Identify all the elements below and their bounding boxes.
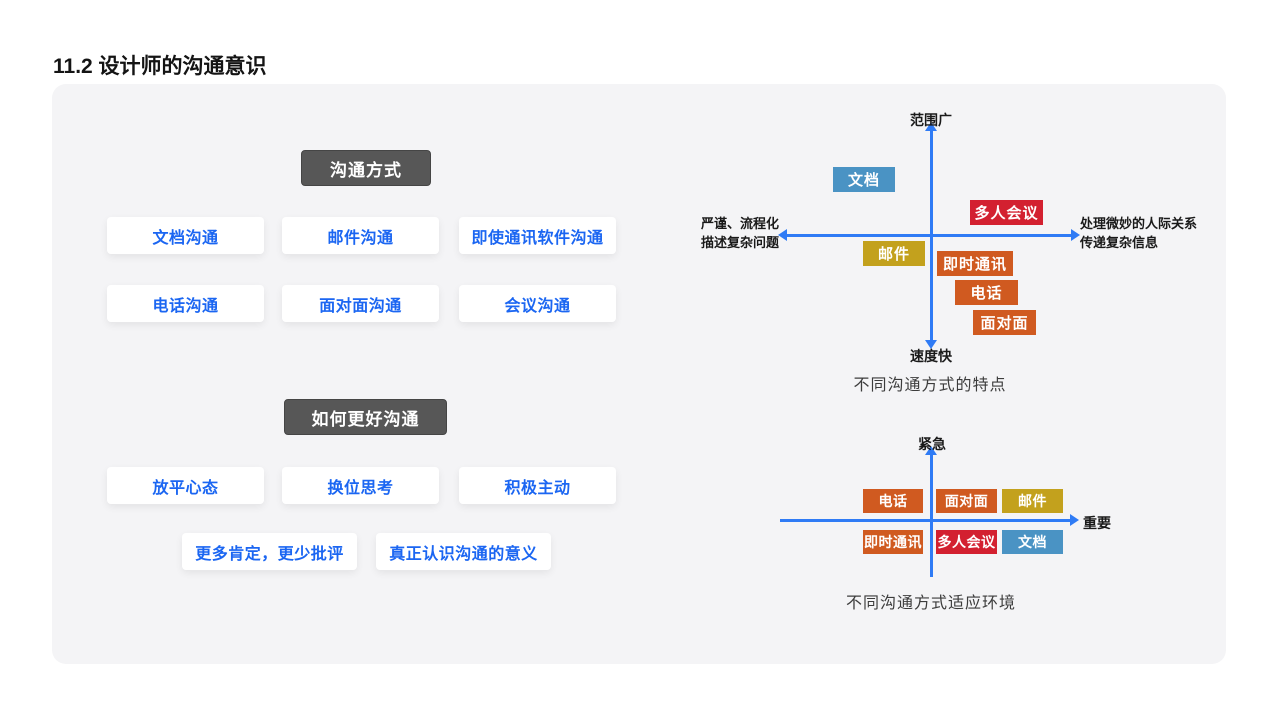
chip-document: 文档	[1002, 530, 1063, 554]
chart1-arrow-right-icon	[1071, 229, 1080, 241]
chip-phone: 电话	[863, 489, 923, 513]
chart2-caption: 不同沟通方式适应环境	[845, 595, 1017, 612]
section-badge-better-communication: 如何更好沟通	[284, 399, 447, 435]
chart2-arrow-right-icon	[1070, 514, 1079, 526]
card-meeting-communication: 会议沟通	[459, 285, 616, 322]
chip-group-meeting: 多人会议	[970, 200, 1043, 225]
chart1-arrow-left-icon	[778, 229, 787, 241]
chart1-caption: 不同沟通方式的特点	[853, 377, 1007, 394]
card-perspective-taking: 换位思考	[282, 467, 439, 504]
chart2-axis-label-top: 紧急	[918, 436, 946, 452]
chart1-axis-label-left: 严谨、流程化 描述复杂问题	[701, 216, 780, 250]
chip-email: 邮件	[863, 241, 925, 266]
chip-instant-messaging: 即时通讯	[937, 251, 1013, 276]
chip-face-to-face: 面对面	[936, 489, 997, 513]
card-more-affirmation-less-criticism: 更多肯定，更少批评	[182, 533, 357, 570]
card-proactive: 积极主动	[459, 467, 616, 504]
chip-instant-messaging: 即时通讯	[863, 530, 923, 554]
card-face-to-face-communication: 面对面沟通	[282, 285, 439, 322]
chart1-arrow-up-icon	[925, 122, 937, 131]
chart1-horizontal-axis	[787, 234, 1071, 237]
card-understand-meaning-of-communication: 真正认识沟通的意义	[376, 533, 551, 570]
chart2-horizontal-axis	[780, 519, 1070, 522]
chart1-arrow-down-icon	[925, 340, 937, 349]
section-badge-communication-methods: 沟通方式	[301, 150, 431, 186]
content-panel: 沟通方式 文档沟通 邮件沟通 即使通讯软件沟通 电话沟通 面对面沟通 会议沟通 …	[52, 84, 1226, 664]
chip-phone: 电话	[955, 280, 1018, 305]
chart1-axis-label-top: 范围广	[910, 112, 952, 128]
chart1-axis-label-right: 处理微妙的人际关系 传递复杂信息	[1080, 216, 1198, 250]
page-title: 11.2 设计师的沟通意识	[53, 55, 267, 79]
chart2-vertical-axis	[930, 454, 933, 577]
card-email-communication: 邮件沟通	[282, 217, 439, 254]
chip-group-meeting: 多人会议	[936, 530, 997, 554]
card-phone-communication: 电话沟通	[107, 285, 264, 322]
chart1-axis-label-bottom: 速度快	[910, 348, 952, 364]
chart2-axis-label-right: 重要	[1083, 515, 1111, 531]
chip-email: 邮件	[1002, 489, 1063, 513]
chip-document: 文档	[833, 167, 895, 192]
chip-face-to-face: 面对面	[973, 310, 1036, 335]
card-calm-mindset: 放平心态	[107, 467, 264, 504]
card-im-software-communication: 即使通讯软件沟通	[459, 217, 616, 254]
chart2-arrow-up-icon	[925, 446, 937, 455]
card-document-communication: 文档沟通	[107, 217, 264, 254]
